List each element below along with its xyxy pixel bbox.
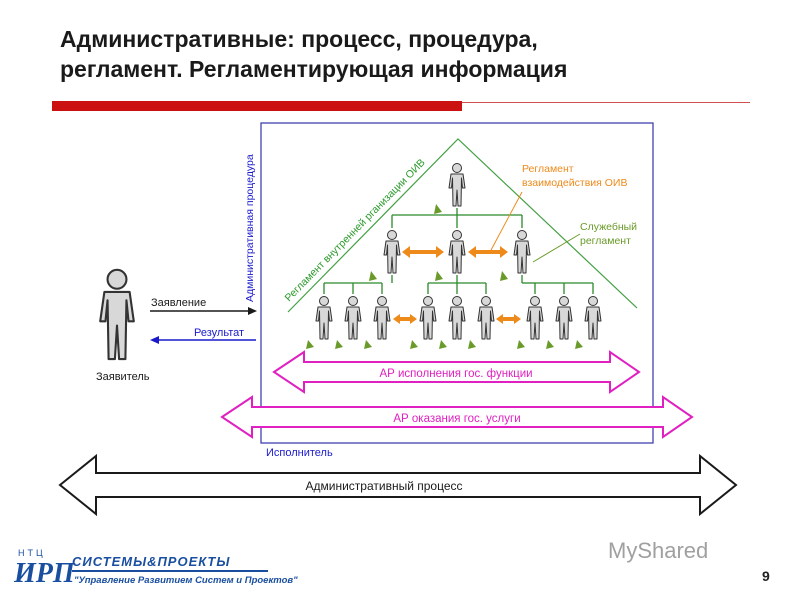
person-manager-2 (448, 229, 466, 274)
people-group (99, 162, 602, 361)
person-applicant (99, 268, 135, 361)
person-staff-8 (555, 295, 573, 340)
process-double-arrow (58, 453, 738, 517)
title-rule-red (52, 101, 462, 111)
logo-irp: ИРП (14, 558, 75, 589)
applicant-arrows (150, 307, 257, 344)
watermark: MyShared (608, 538, 709, 563)
person-head-oiv (448, 162, 466, 207)
statement-label: Заявление (151, 297, 206, 309)
vertical-procedure-label: Административная процедура (244, 154, 256, 302)
person-staff-2 (344, 295, 362, 340)
slide-title-line-1: Административные: процесс, процедура, (60, 26, 538, 52)
interaction-reg-line-2: взаимодействия ОИВ (522, 177, 627, 189)
person-manager-3 (513, 229, 531, 274)
logo-ntc: НТЦ (18, 548, 46, 558)
person-staff-3 (373, 295, 391, 340)
applicant-label: Заявитель (96, 371, 150, 383)
service-double-arrow (220, 395, 694, 439)
company-tagline: "Управление Развитием Систем и Проектов" (74, 575, 298, 586)
company-name: СИСТЕМЫ&ПРОЕКТЫ (72, 554, 231, 569)
hierarchy-lines (323, 208, 594, 294)
service-reg-line-2: регламент (580, 235, 631, 247)
pyramid-outline (287, 138, 638, 313)
function-double-arrow (272, 350, 641, 394)
person-manager-1 (383, 229, 401, 274)
company-logo-bar (72, 570, 268, 572)
pyramid-label: Регламент внутренней рганизации ОИВ (283, 157, 428, 304)
executor-frame (260, 122, 654, 444)
service-arrow-label: АР оказания гос. услуги (393, 413, 520, 425)
orange-interaction-arrows (393, 246, 521, 324)
slide-title-line-2: регламент. Регламентирующая информация (60, 56, 568, 82)
service-reg-line-1: Служебный (580, 221, 637, 233)
person-staff-9 (584, 295, 602, 340)
person-staff-1 (315, 295, 333, 340)
person-staff-7 (526, 295, 544, 340)
result-label: Результат (194, 327, 244, 339)
executor-label: Исполнитель (266, 447, 333, 459)
person-staff-6 (477, 295, 495, 340)
interaction-reg-line-1: Регламент (522, 163, 574, 175)
service-callout-line (532, 233, 581, 263)
function-arrow-label: АР исполнения гос. функции (379, 368, 532, 380)
person-staff-5 (448, 295, 466, 340)
page-number: 9 (762, 568, 770, 584)
process-arrow-label: Административный процесс (306, 479, 463, 493)
interaction-callout-line (489, 191, 523, 253)
person-staff-4 (419, 295, 437, 340)
green-markers (306, 204, 583, 349)
title-rule-thin (462, 102, 750, 103)
slide-title: Административные: процесс, процедура, ре… (60, 24, 760, 84)
